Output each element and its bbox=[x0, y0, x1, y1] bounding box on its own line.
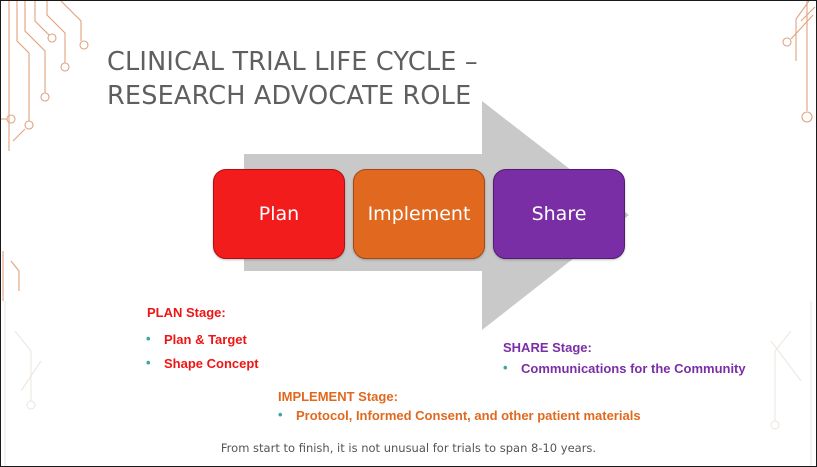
plan-item-text: Plan & Target bbox=[164, 332, 247, 347]
list-item: • Plan & Target bbox=[142, 328, 259, 352]
implement-stage-box: Implement bbox=[353, 169, 485, 259]
bullet-icon: • bbox=[503, 360, 508, 375]
footer-note: From start to finish, it is not unusual … bbox=[220, 441, 597, 455]
plan-stage-label: Plan bbox=[258, 203, 300, 225]
implement-section-list: • Protocol, Informed Consent, and other p… bbox=[274, 407, 641, 423]
implement-section-heading: IMPLEMENT Stage: bbox=[278, 389, 398, 404]
title-line-1: CLINICAL TRIAL LIFE CYCLE – bbox=[107, 47, 478, 77]
title-line-2: RESEARCH ADVOCATE ROLE bbox=[107, 81, 472, 111]
bullet-icon: • bbox=[146, 355, 151, 370]
plan-stage-box: Plan bbox=[213, 169, 345, 259]
implement-stage-label: Implement bbox=[367, 203, 471, 225]
share-stage-box: Share bbox=[493, 169, 625, 259]
list-item: • Protocol, Informed Consent, and other p… bbox=[274, 407, 641, 423]
list-item: • Shape Concept bbox=[142, 352, 259, 376]
share-item-text: Communications for the Community bbox=[521, 361, 746, 376]
plan-section-list: • Plan & Target • Shape Concept bbox=[142, 328, 259, 376]
plan-item-text: Shape Concept bbox=[164, 356, 259, 371]
share-section-list: • Communications for the Community bbox=[499, 360, 746, 376]
bullet-icon: • bbox=[278, 407, 283, 422]
share-stage-label: Share bbox=[531, 203, 587, 225]
bullet-icon: • bbox=[146, 331, 151, 346]
share-section-heading: SHARE Stage: bbox=[503, 340, 592, 355]
list-item: • Communications for the Community bbox=[499, 360, 746, 376]
implement-item-text: Protocol, Informed Consent, and other pa… bbox=[296, 408, 641, 423]
slide-title: CLINICAL TRIAL LIFE CYCLE – RESEARCH ADV… bbox=[107, 45, 478, 113]
plan-section-heading: PLAN Stage: bbox=[147, 305, 226, 320]
